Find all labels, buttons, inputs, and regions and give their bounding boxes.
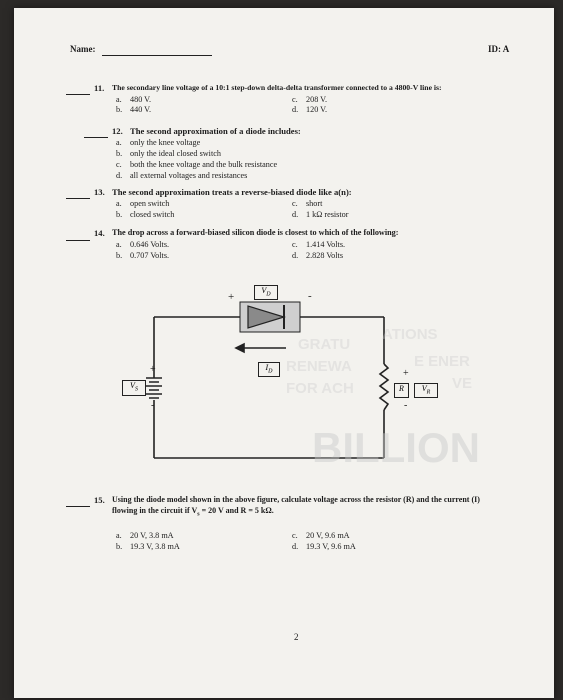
option-letter: a. xyxy=(116,95,122,104)
option-text: 19.3 V, 9.6 mA xyxy=(306,542,356,551)
watermark-big-text: BILLION xyxy=(312,424,480,471)
answer-blank-13[interactable] xyxy=(66,198,90,199)
option-letter: b. xyxy=(116,251,123,260)
option-text: 2.828 Volts xyxy=(306,251,344,260)
option-text: 1.414 Volts. xyxy=(306,240,346,249)
option-text: 0.646 Volts. xyxy=(130,240,170,249)
option-letter: a. xyxy=(116,199,122,208)
option-letter: c. xyxy=(292,199,298,208)
vr-plus-sign: + xyxy=(403,368,409,379)
question-number-13: 13. xyxy=(94,187,105,197)
watermark-text: VE xyxy=(452,375,473,392)
watermark-text: RENEWA xyxy=(286,358,352,375)
watermark-text: GRATU xyxy=(298,336,351,353)
question-text-14: The drop across a forward-biased silicon… xyxy=(112,228,399,237)
id-label: ID: A xyxy=(488,44,510,54)
answer-blank-12[interactable] xyxy=(84,137,108,138)
option-letter: c. xyxy=(116,160,122,169)
question-number-11: 11. xyxy=(94,83,105,93)
question-text-15-line2: flowing in the circuit if Vs = 20 V and … xyxy=(112,506,274,518)
option-text: 208 V. xyxy=(306,95,328,104)
diode-circuit-diagram: + - VD ID + - VS R VR + - xyxy=(14,8,554,508)
vs-minus-sign: - xyxy=(151,400,155,411)
option-letter: b. xyxy=(116,149,123,158)
option-text: 0.707 Volts. xyxy=(130,251,170,260)
page-number: 2 xyxy=(294,632,299,642)
option-text: 440 V. xyxy=(130,105,152,114)
question-text-11: The secondary line voltage of a 10:1 ste… xyxy=(112,83,442,92)
circuit-wires xyxy=(146,301,390,459)
option-letter: c. xyxy=(292,531,298,540)
name-label: Name: xyxy=(70,44,96,54)
option-letter: c. xyxy=(292,240,298,249)
answer-blank-14[interactable] xyxy=(66,240,90,241)
option-letter: b. xyxy=(116,105,123,114)
question-text-12: The second approximation of a diode incl… xyxy=(130,126,301,136)
vr-minus-sign: - xyxy=(404,400,408,411)
diode-minus-sign: - xyxy=(308,290,312,302)
option-letter: d. xyxy=(116,171,123,180)
watermark-text: E ENER xyxy=(414,353,470,370)
option-letter: d. xyxy=(292,105,299,114)
r-label-box: R xyxy=(394,383,409,398)
diode-triangle xyxy=(247,305,287,329)
vs-plus-sign: + xyxy=(150,364,156,375)
option-text: 1 kΩ resistor xyxy=(306,210,349,219)
option-text: 20 V, 9.6 mA xyxy=(306,531,350,540)
exam-page: Name: ID: A 11. The secondary line volta… xyxy=(14,8,554,698)
option-letter: a. xyxy=(116,138,122,147)
option-letter: d. xyxy=(292,251,299,260)
option-text: open switch xyxy=(130,199,170,208)
option-text: short xyxy=(306,199,323,208)
answer-blank-11[interactable] xyxy=(66,94,90,95)
option-text: closed switch xyxy=(130,210,175,219)
option-text: all external voltages and resistances xyxy=(130,171,248,180)
question-number-14: 14. xyxy=(94,228,105,238)
question-number-12: 12. xyxy=(112,126,123,136)
diode-plus-sign: + xyxy=(228,291,235,303)
vd-label-box: VD xyxy=(254,285,278,300)
option-text: 480 V. xyxy=(130,95,152,104)
question-number-15: 15. xyxy=(94,495,105,505)
option-letter: d. xyxy=(292,542,299,551)
watermark-text: FOR ACH xyxy=(286,380,354,397)
vr-label-box: VR xyxy=(414,383,438,398)
question-text-13: The second approximation treats a revers… xyxy=(112,187,352,197)
option-text: only the knee voltage xyxy=(130,138,201,147)
option-letter: b. xyxy=(116,542,123,551)
option-text: both the knee voltage and the bulk resis… xyxy=(130,160,278,169)
current-arrow xyxy=(234,342,286,354)
option-text: 19.3 V, 3.8 mA xyxy=(130,542,180,551)
battery-symbol xyxy=(146,377,162,399)
id-label-box: ID xyxy=(258,362,280,377)
answer-blank-15[interactable] xyxy=(66,506,90,507)
option-letter: d. xyxy=(292,210,299,219)
option-letter: a. xyxy=(116,531,122,540)
vs-label-box: VS xyxy=(122,380,146,396)
name-blank[interactable] xyxy=(102,55,212,56)
option-text: 20 V, 3.8 mA xyxy=(130,531,174,540)
option-text: 120 V. xyxy=(306,105,328,114)
option-text: only the ideal closed switch xyxy=(130,149,221,158)
option-letter: a. xyxy=(116,240,122,249)
option-letter: b. xyxy=(116,210,123,219)
watermark-text: ATIONS xyxy=(382,326,438,343)
option-letter: c. xyxy=(292,95,298,104)
question-text-15: Using the diode model shown in the above… xyxy=(112,495,480,504)
